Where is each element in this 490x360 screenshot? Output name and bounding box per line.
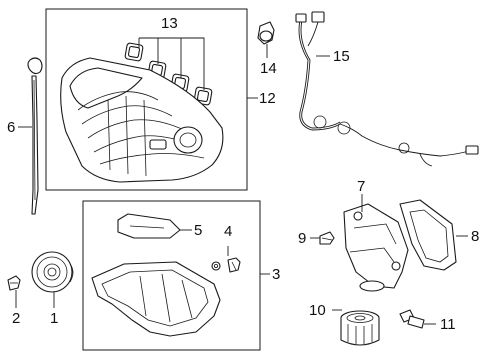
callout-7: 7 — [357, 178, 366, 195]
callout-12: 12 — [259, 90, 276, 107]
callout-6: 6 — [7, 119, 16, 136]
wiring-harness-part — [295, 11, 479, 167]
callout-11: 11 — [440, 316, 456, 333]
pulley-part — [31, 251, 74, 293]
callout-2: 2 — [12, 310, 21, 327]
sensor-part — [257, 21, 275, 45]
oil-pressure-switch-part — [399, 309, 425, 329]
oil-filter-housing-part — [343, 203, 409, 292]
intake-manifold-group-box — [45, 8, 248, 191]
callout-4: 4 — [224, 223, 233, 240]
callout-15: 15 — [333, 48, 350, 65]
callout-1: 1 — [50, 310, 59, 327]
callout-14: 14 — [260, 60, 277, 77]
callout-9: 9 — [298, 230, 307, 247]
drain-plug-part — [211, 257, 241, 273]
oil-filter-part — [340, 310, 380, 346]
housing-bolt-part — [319, 231, 335, 245]
oil-pan-group-box — [82, 200, 261, 351]
dipstick-part — [27, 57, 43, 215]
filter-housing-gasket-part — [399, 199, 457, 271]
callout-13: 13 — [161, 15, 178, 32]
bolt-part — [7, 275, 21, 291]
oil-pan-part — [91, 261, 221, 337]
callout-5: 5 — [194, 222, 203, 239]
baffle-plate-part — [117, 213, 181, 239]
callout-8: 8 — [471, 228, 480, 245]
intake-manifold-part — [60, 57, 224, 183]
leader-lines — [15, 37, 468, 325]
callout-3: 3 — [272, 266, 281, 283]
callout-10: 10 — [309, 302, 326, 319]
